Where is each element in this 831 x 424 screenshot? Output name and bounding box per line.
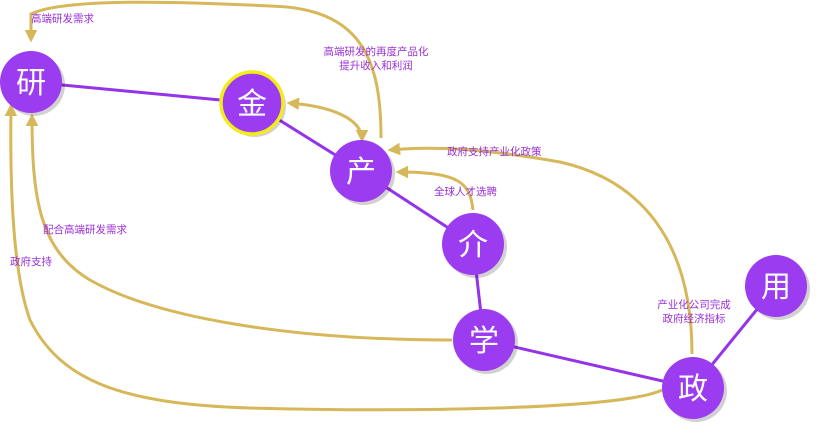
label-reindustrialize-1: 高端研发的再度产品化 [324,45,429,58]
node-yong-label: 用 [761,270,791,305]
label-complete-1: 产业化公司完成 [657,298,731,311]
node-jin-label: 金 [237,87,267,122]
node-yan[interactable]: 研 [0,51,65,116]
arc-jin-chan-double [286,97,369,143]
node-jie-label: 介 [458,228,488,263]
edge-yan-jin [30,80,253,105]
label-match-demand: 配合高端研发需求 [43,223,127,236]
label-high-end-demand: 高端研发需求 [31,12,94,25]
arc-match-demand [25,113,453,342]
node-yan-label: 研 [16,66,46,101]
node-zheng[interactable]: 政 [662,357,727,422]
label-gov-policy: 政府支持产业化政策 [447,145,542,158]
edge-xue-zheng [483,338,694,390]
arcs [4,0,694,412]
label-reindustrialize-2: 提升收入和利润 [339,59,413,72]
arc-high-end-demand [24,0,383,139]
node-xue-label: 学 [469,324,499,359]
arc-gov-policy [387,142,694,355]
node-jie[interactable]: 介 [442,213,507,278]
label-complete-2: 政府经济指标 [663,312,726,325]
node-chan-label: 产 [346,155,376,190]
label-gov-support: 政府支持 [10,255,52,268]
arc-gov-support [4,103,663,412]
arc-global-talent [395,165,475,211]
node-chan[interactable]: 产 [330,140,395,205]
node-zheng-label: 政 [678,372,708,407]
node-xue[interactable]: 学 [453,309,518,374]
label-global-talent: 全球人才选聘 [434,185,497,198]
node-yong[interactable]: 用 [745,255,810,320]
arc-labels: 高端研发需求 高端研发的再度产品化 提升收入和利润 政府支持产业化政策 全球人才… [10,12,731,325]
node-jin[interactable]: 金 [219,70,286,137]
